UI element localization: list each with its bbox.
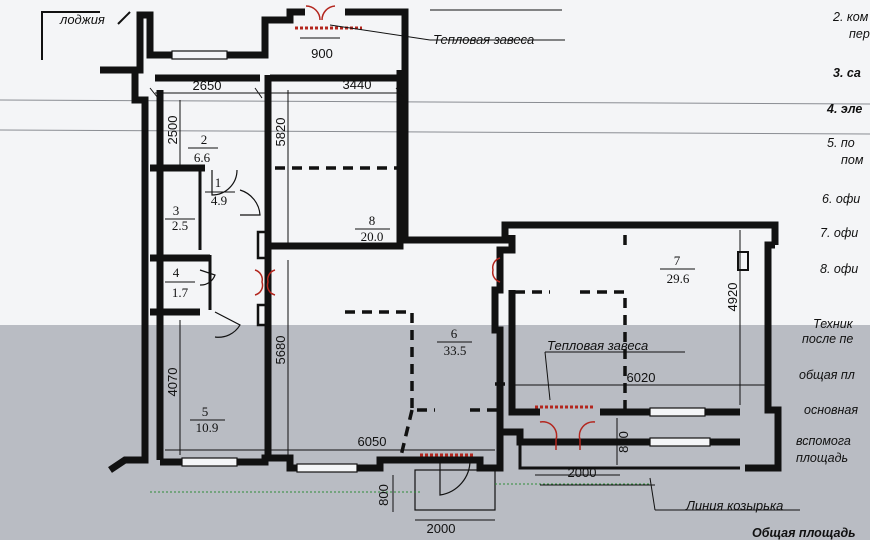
- room-4-area: 1.7: [172, 285, 189, 300]
- dim-800-right: 800: [616, 431, 631, 453]
- legend-item-3: 3. са: [833, 66, 861, 80]
- dim-800-bottom: 800: [376, 484, 391, 506]
- legend-total-area: общая пл: [799, 368, 855, 382]
- wall-right: [745, 241, 782, 472]
- legend-main-area: основная: [804, 403, 859, 417]
- room-4-number: 4: [173, 265, 180, 280]
- dim-5680: 5680: [273, 336, 288, 365]
- dim-2000-right: 2000: [568, 465, 597, 480]
- dim-2000-bottom: 2000: [427, 521, 456, 536]
- legend-aux-area-cont: площадь: [796, 451, 849, 465]
- dim-2500: 2500: [165, 116, 180, 145]
- dim-2650: 2650: [193, 78, 222, 93]
- wall-room6-right: [491, 235, 516, 440]
- dim-3440: 3440: [343, 77, 372, 92]
- legend-item-2: 2. ком: [833, 10, 869, 24]
- room-5-area: 10.9: [196, 420, 219, 435]
- legend-aux-area: вспомога: [796, 434, 851, 448]
- legend-item-2-cont: пер: [849, 27, 870, 41]
- room-5-number: 5: [202, 404, 209, 419]
- wall-room7-bottom: [508, 290, 540, 416]
- room-7-number: 7: [674, 253, 681, 268]
- dim-6050: 6050: [358, 434, 387, 449]
- dim-5820: 5820: [273, 118, 288, 147]
- wall-room8-right: [270, 70, 404, 250]
- room-8-number: 8: [369, 213, 376, 228]
- loggia-outline: [41, 11, 100, 60]
- dim-900: 900: [311, 46, 333, 61]
- loggia-label: лоджия: [59, 12, 105, 27]
- heat-curtain-top-label: Тепловая завеса: [433, 32, 534, 47]
- legend-item-6: 6. офи: [822, 192, 861, 206]
- room-6-number: 6: [451, 326, 458, 341]
- dim-4920: 4920: [725, 283, 740, 312]
- legend-item-5-cont: пом: [841, 153, 864, 167]
- wall-top-right: [345, 8, 779, 245]
- heat-curtain-mid-label: Тепловая завеса: [547, 338, 648, 353]
- room-8-area: 20.0: [361, 229, 384, 244]
- legend-tech-title: Техник: [813, 317, 853, 331]
- room-2-area: 6.6: [194, 150, 211, 165]
- dim-4070: 4070: [165, 368, 180, 397]
- legend-grand-total: Общая площадь: [752, 526, 856, 540]
- room-7-area: 29.6: [667, 271, 690, 286]
- legend-item-7: 7. офи: [820, 226, 859, 240]
- room-3-number: 3: [173, 203, 180, 218]
- room-1-area: 4.9: [211, 193, 227, 208]
- legend-item-5: 5. по: [827, 136, 855, 150]
- room-2-number: 2: [201, 132, 208, 147]
- room-3-area: 2.5: [172, 218, 188, 233]
- legend-tech-subtitle: после пе: [802, 332, 854, 346]
- loggia-slash: [117, 11, 131, 25]
- room-1-number: 1: [215, 175, 222, 190]
- legend-item-4: 4. эле: [827, 102, 863, 116]
- legend-item-8: 8. офи: [820, 262, 859, 276]
- canopy-line-label: Линия козырька: [685, 498, 783, 513]
- wall-top-left: [100, 8, 305, 74]
- dim-6020: 6020: [627, 370, 656, 385]
- wall-bottom: [160, 428, 740, 472]
- wall-left: [108, 70, 149, 473]
- room-6-area: 33.5: [444, 343, 467, 358]
